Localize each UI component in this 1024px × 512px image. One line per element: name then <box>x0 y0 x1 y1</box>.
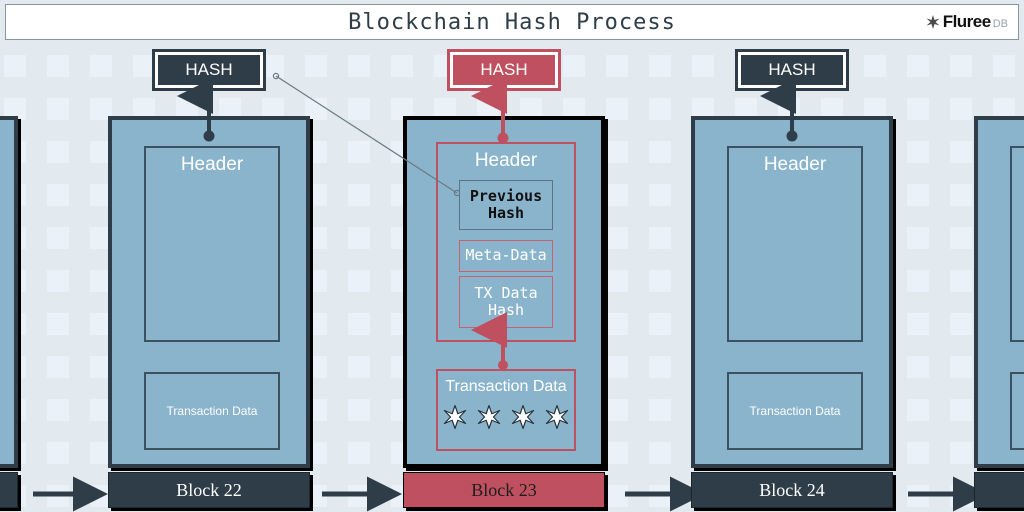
block-22-transaction-box[interactable]: Transaction Data <box>144 372 280 450</box>
block-25-body[interactable] <box>974 116 1024 468</box>
block-23-transaction-label: Transaction Data <box>445 378 567 395</box>
block-25-header-box[interactable] <box>1010 146 1024 342</box>
block-24-hash-box[interactable]: HASH <box>735 49 849 91</box>
brand-suffix: DB <box>992 18 1008 30</box>
block-23-label[interactable]: Block 23 <box>403 472 605 508</box>
tx-data-hash-line-1: TX Data <box>474 283 538 302</box>
block-22-label-text: Block 22 <box>176 479 242 500</box>
block-22-hash-label: HASH <box>185 60 233 79</box>
block-24-hash-label: HASH <box>768 60 816 79</box>
block-23-hash-box[interactable]: HASH <box>447 49 561 91</box>
block-24-label-text: Block 24 <box>759 479 825 500</box>
block-22-header-label: Header <box>180 154 244 175</box>
page-title: Blockchain Hash Process <box>348 9 676 35</box>
block-23-body[interactable]: Header Previous Hash Meta-Data TX Data H… <box>403 116 605 468</box>
block-21-label[interactable] <box>0 472 18 508</box>
block-22-body[interactable]: Header Transaction Data <box>108 116 310 468</box>
block-22-header-box[interactable]: Header <box>144 146 280 342</box>
fluree-asterisk-icon <box>443 405 467 429</box>
block-23-header-label: Header <box>474 150 538 171</box>
block-24-transaction-label: Transaction Data <box>749 404 841 418</box>
block-25-transaction-box[interactable] <box>1010 372 1024 450</box>
brand-logo: Fluree DB <box>925 12 1008 32</box>
block-24-body[interactable]: Header Transaction Data <box>691 116 893 468</box>
fluree-asterisk-icon <box>477 405 501 429</box>
block-22-transaction-label: Transaction Data <box>166 404 258 418</box>
transaction-icon-row <box>442 404 570 430</box>
brand-name: Fluree <box>942 12 992 31</box>
block-21-body[interactable] <box>0 116 18 468</box>
block-24-label[interactable]: Block 24 <box>691 472 893 508</box>
title-bar: Blockchain Hash Process Fluree DB <box>5 4 1019 40</box>
block-22-hash-box[interactable]: HASH <box>152 49 266 91</box>
block-25-label[interactable] <box>974 472 1024 508</box>
block-23-tx-data-hash-box[interactable]: TX Data Hash <box>459 276 553 328</box>
block-23-previous-hash-box[interactable]: Previous Hash <box>459 180 553 230</box>
block-23-meta-data-box[interactable]: Meta-Data <box>459 240 553 272</box>
meta-data-label: Meta-Data <box>465 246 547 265</box>
block-23-transaction-box[interactable]: Transaction Data <box>436 369 576 451</box>
previous-hash-line-2: Hash <box>487 204 525 222</box>
block-24-header-box[interactable]: Header <box>727 146 863 342</box>
previous-hash-line-1: Previous <box>469 186 543 205</box>
block-23-hash-label: HASH <box>480 60 528 79</box>
fluree-asterisk-icon <box>926 15 940 29</box>
fluree-asterisk-icon <box>545 405 569 429</box>
block-23-label-text: Block 23 <box>471 479 537 500</box>
block-22-label[interactable]: Block 22 <box>108 472 310 508</box>
block-24-transaction-box[interactable]: Transaction Data <box>727 372 863 450</box>
fluree-asterisk-icon <box>511 405 535 429</box>
block-24-header-label: Header <box>763 154 827 175</box>
tx-data-hash-line-2: Hash <box>487 301 525 319</box>
